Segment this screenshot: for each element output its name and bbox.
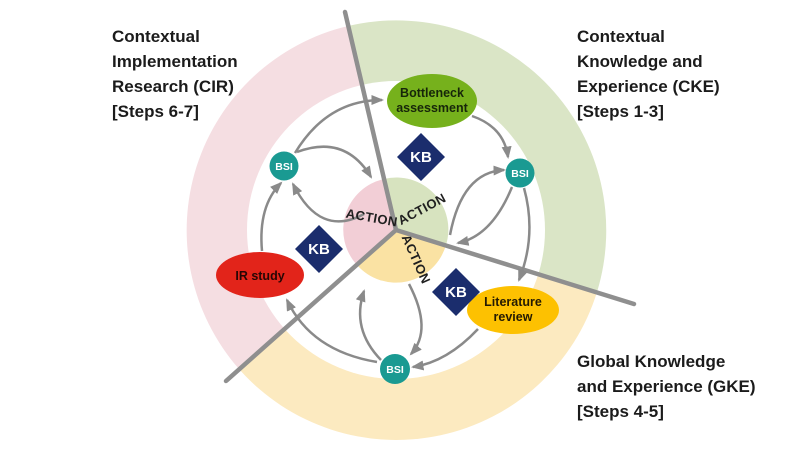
section-title-gke: Global Knowledge and Experience (GKE) [S…: [577, 352, 756, 421]
arrow-ir-study-to-bsi-left: [260, 181, 283, 252]
arrow-literature-to-bsi-bottom: [411, 328, 479, 371]
literature-ellipse: [467, 286, 559, 334]
arrow-action-to-bsi-left: [291, 182, 365, 223]
flow-arrows: [260, 95, 531, 371]
kb-diamond: [295, 225, 343, 273]
arrow-bsi-right-to-literature: [517, 187, 531, 282]
node-bsi-left: BSI: [269, 151, 299, 181]
bsi-circle: [380, 354, 410, 384]
ir-study-label: IR study: [235, 269, 284, 283]
kb-diamond: [397, 133, 445, 181]
divider-top: [342, 9, 399, 233]
bsi-circle: [269, 151, 299, 181]
kb-label: KB: [445, 284, 467, 301]
bottleneck-ellipse: [387, 74, 477, 128]
literature-label-line1: Literature: [484, 295, 542, 309]
bsi-label: BSI: [275, 161, 293, 173]
node-kb-top: KB: [397, 133, 445, 181]
section-title-cke: Contextual Knowledge and Experience (CKE…: [577, 27, 720, 121]
node-bsi-bottom: BSI: [380, 354, 410, 384]
arrow-bsi-left-to-action: [296, 145, 373, 179]
arrow-bsi-bottom-to-ir-study: [285, 298, 378, 364]
node-kb-left: KB: [295, 225, 343, 273]
divider-bottom-left: [223, 227, 399, 384]
arrow-bsi-right-to-action: [456, 186, 514, 246]
kb-label: KB: [308, 241, 330, 258]
kb-label: KB: [410, 149, 432, 166]
divider-right: [393, 227, 637, 307]
bsi-label: BSI: [386, 364, 404, 376]
action-wedge-cir: [343, 179, 396, 265]
kb-diamond: [432, 268, 480, 316]
bsi-label: BSI: [511, 168, 529, 180]
sector-dividers: [223, 9, 637, 384]
node-ir-study: IR study: [216, 252, 304, 298]
node-bottleneck-assessment: Bottleneck assessment: [387, 74, 477, 128]
node-kb-bottom-right: KB: [432, 268, 480, 316]
arrow-action-to-bsi-right: [448, 165, 506, 236]
bottleneck-label-line1: Bottleneck: [400, 86, 464, 100]
action-wedge-gke: [357, 230, 446, 283]
arrow-action-to-bsi-bottom: [407, 283, 423, 356]
action-wedge-cke: [384, 177, 449, 245]
ir-study-ellipse: [216, 252, 304, 298]
arrow-bsi-left-to-bottleneck: [293, 95, 385, 154]
bottleneck-label-line2: assessment: [396, 101, 468, 115]
literature-label-line2: review: [494, 310, 533, 324]
node-literature-review: Literature review: [467, 286, 559, 334]
node-bsi-right: BSI: [505, 158, 535, 188]
bsi-circle: [505, 158, 535, 188]
action-core: [343, 177, 449, 283]
section-title-cir: Contextual Implementation Research (CIR)…: [112, 27, 238, 121]
arrow-bottleneck-to-bsi-right: [471, 114, 512, 159]
arrow-bsi-bottom-to-action: [355, 289, 382, 361]
